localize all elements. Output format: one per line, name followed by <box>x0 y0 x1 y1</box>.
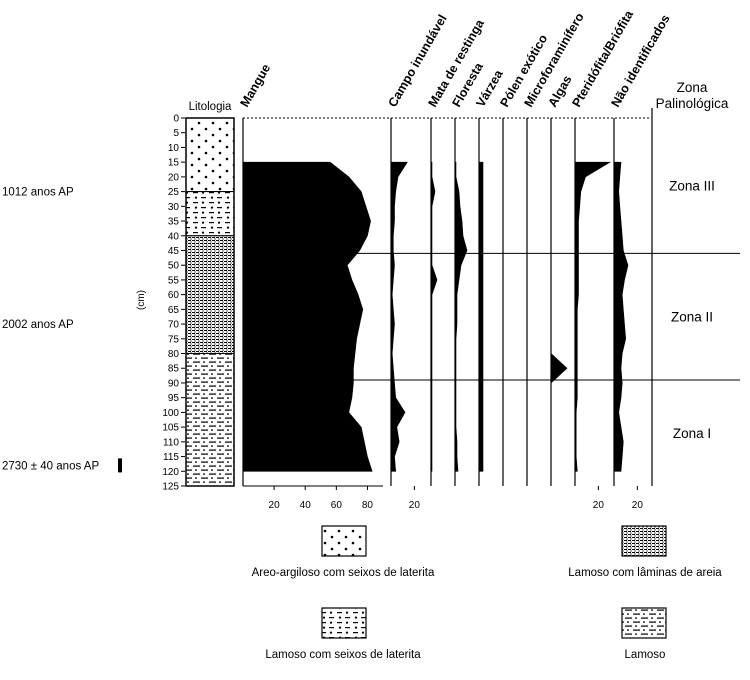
series-tick-label: 20 <box>593 500 605 511</box>
age-marker <box>118 458 122 473</box>
series-area-8 <box>574 161 612 472</box>
depth-tick-label: 40 <box>168 231 180 242</box>
legend-label: Areo-argiloso com seixos de laterita <box>252 567 435 579</box>
depth-tick-label: 45 <box>168 246 180 257</box>
legend-swatch-2 <box>321 607 367 639</box>
lithology-unit-2 <box>185 235 235 355</box>
depth-tick-label: 105 <box>162 423 179 434</box>
legend-swatch-3 <box>621 607 667 639</box>
series-tick-label: 20 <box>632 500 644 511</box>
depth-tick-label: 100 <box>162 408 179 419</box>
depth-tick-label: 30 <box>168 202 180 213</box>
depth-tick-label: 115 <box>163 452 179 463</box>
depth-tick-label: 75 <box>168 334 180 345</box>
series-area-7 <box>550 162 568 472</box>
depth-tick-label: 50 <box>168 261 180 272</box>
series-area-1 <box>390 161 408 472</box>
lithology-title: Litologia <box>189 101 232 113</box>
depth-tick-label: 15 <box>168 158 180 169</box>
depth-tick-label: 125 <box>162 482 179 493</box>
depth-tick-label: 80 <box>168 349 180 360</box>
series-header: Mangue <box>237 62 273 110</box>
series-tick-label: 80 <box>362 500 374 511</box>
depth-tick-label: 10 <box>168 143 180 154</box>
depth-axis-label: (cm) <box>136 290 147 310</box>
lithology-unit-0 <box>185 117 235 193</box>
depth-tick-label: 70 <box>168 320 180 331</box>
legend-label: Lamoso <box>625 649 666 661</box>
depth-tick-label: 120 <box>162 467 179 478</box>
series-tick-label: 60 <box>331 500 343 511</box>
series-area-9 <box>613 161 629 472</box>
depth-tick-label: 0 <box>173 114 179 125</box>
zone-label: Zona II <box>671 310 713 325</box>
depth-tick-label: 65 <box>168 305 180 316</box>
lithology-unit-3 <box>185 353 235 487</box>
zone-header-line2: Palinológica <box>656 96 729 111</box>
depth-tick-label: 60 <box>168 290 180 301</box>
age-label: 2002 anos AP <box>2 319 74 331</box>
series-area-4 <box>478 161 484 472</box>
depth-tick-label: 35 <box>168 217 180 228</box>
series-area-2 <box>430 161 438 472</box>
legend-label: Lamoso com seixos de laterita <box>265 649 421 661</box>
series-area-0 <box>242 161 373 472</box>
depth-tick-label: 90 <box>168 378 180 389</box>
depth-tick-label: 20 <box>168 172 180 183</box>
depth-tick-label: 5 <box>173 128 179 139</box>
depth-tick-label: 25 <box>168 187 180 198</box>
lithology-frame <box>185 117 235 487</box>
zone-label: Zona III <box>669 179 715 194</box>
series-tick-label: 20 <box>269 500 281 511</box>
series-area-3 <box>454 161 468 472</box>
age-label: 2730 ± 40 anos AP <box>2 460 99 472</box>
depth-tick-label: 95 <box>168 393 180 404</box>
depth-tick-label: 110 <box>163 437 179 448</box>
zone-label: Zona I <box>673 426 711 441</box>
legend-swatch-0 <box>321 525 367 557</box>
series-tick-label: 40 <box>300 500 312 511</box>
zone-header-line1: Zona <box>677 80 708 95</box>
legend-label: Lamoso com lâminas de areia <box>568 567 722 579</box>
depth-tick-label: 55 <box>168 275 180 286</box>
age-label: 1012 anos AP <box>2 187 74 199</box>
legend-swatch-1 <box>621 525 667 557</box>
series-tick-label: 20 <box>409 500 421 511</box>
depth-tick-label: 85 <box>168 364 180 375</box>
lithology-unit-1 <box>185 191 235 237</box>
